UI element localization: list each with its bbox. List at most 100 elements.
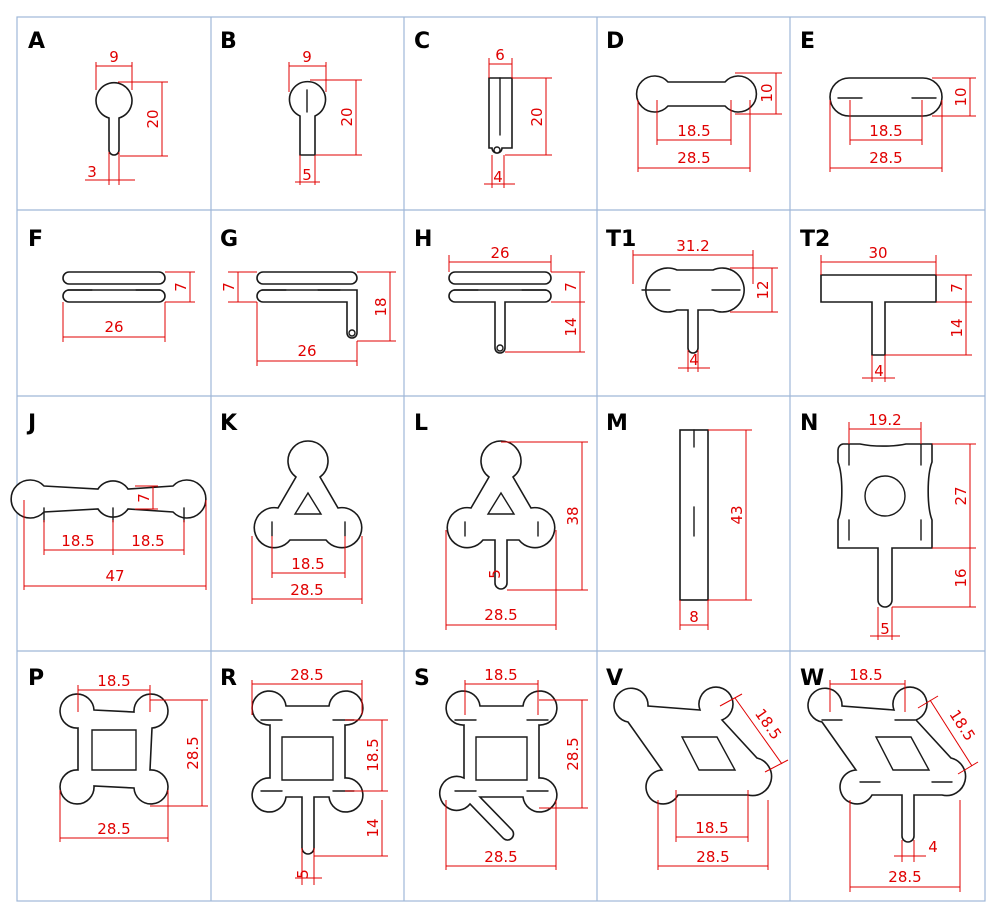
part-t2: T2 30 7 14 4 [800,227,972,382]
grid [16,16,986,902]
part-d: D 10 18.5 28.5 [606,29,782,172]
dim-label: 18.5 [869,122,902,140]
part-label: T2 [800,227,830,252]
dim-label: 30 [868,244,887,262]
dim-label: 18.5 [291,555,324,573]
part-label: E [800,29,815,54]
dim-label: 31.2 [676,237,709,255]
dim-label: 28.5 [184,736,202,769]
part-m: M 43 8 [606,411,752,630]
part-f: F 7 26 [28,227,195,342]
dim-label: 3 [87,163,97,181]
dim-label: 28.5 [484,606,517,624]
dim-label: 18.5 [131,532,164,550]
dim-label: 9 [302,48,312,66]
part-label: N [800,411,818,436]
dim-label: 18.5 [751,705,785,743]
dim-label: 18.5 [61,532,94,550]
part-j: J 7 18.5 18.5 47 [10,411,207,590]
dim-label: 27 [952,486,970,505]
part-label: L [414,411,428,436]
part-label: J [26,411,36,436]
dim-label: 28.5 [564,737,582,770]
part-e: E 10 18.5 28.5 [800,29,976,172]
dim-label: 38 [564,506,582,525]
dim-label: 14 [562,317,580,336]
dim-label: 5 [880,620,890,638]
dim-label: 26 [297,342,316,360]
part-label: A [28,29,45,54]
dim-label: 10 [952,87,970,106]
part-g: G 7 18 26 [220,227,396,366]
dim-label: 14 [364,818,382,837]
part-p: P 18.5 28.5 28.5 [28,666,208,842]
part-k: K 18.5 28.5 [220,411,363,604]
dim-label: 7 [220,282,238,292]
dim-label: 18.5 [849,666,882,684]
part-t1: T1 31.2 12 4 [606,227,778,372]
part-s: S 18.5 28.5 28.5 [414,666,588,870]
dim-label: 20 [528,107,546,126]
part-label: F [28,227,43,252]
dim-label: 20 [144,109,162,128]
dim-label: 20 [338,107,356,126]
part-label: S [414,666,430,691]
part-w: W 18.5 18.5 4 28.5 [800,666,979,892]
part-label: M [606,411,628,436]
dim-label: 4 [689,351,699,369]
part-c: C 6 20 4 [414,29,552,188]
dim-label: 43 [728,505,746,524]
dim-label: 5 [302,166,312,184]
dim-label: 18.5 [677,122,710,140]
part-a: A 9 20 3 [28,29,168,185]
part-label: W [800,666,824,691]
dim-label: 28.5 [869,149,902,167]
part-label: G [220,227,238,252]
part-label: D [606,29,624,54]
dim-label: 7 [172,282,190,292]
dim-label: 18.5 [484,666,517,684]
part-l: L 38 5 28.5 [414,411,588,630]
part-label: V [606,666,623,691]
dim-label: 7 [135,493,153,503]
dim-label: 18.5 [946,706,979,744]
dim-label: 28.5 [97,820,130,838]
dim-label: 28.5 [290,581,323,599]
dim-label: 47 [105,567,124,585]
dim-label: 9 [109,48,119,66]
part-h: H 26 7 14 [414,227,585,354]
dim-label: 26 [104,318,123,336]
part-label: K [220,411,238,436]
dim-label: 28.5 [290,666,323,684]
part-label: T1 [606,227,636,252]
part-b: B 9 20 5 [220,29,362,185]
part-label: R [220,666,237,691]
dim-label: 28.5 [484,848,517,866]
dim-label: 7 [562,282,580,292]
part-label: B [220,29,237,54]
part-label: H [414,227,432,252]
dim-label: 8 [689,608,699,626]
dim-label: 10 [758,83,776,102]
dim-label: 28.5 [696,848,729,866]
dim-label: 19.2 [868,411,901,429]
dim-label: 28.5 [677,149,710,167]
dim-label: 4 [928,838,938,856]
dim-label: 5 [294,869,312,879]
part-label: C [414,29,430,54]
part-label: P [28,666,44,691]
dim-label: 6 [495,46,505,64]
dim-label: 18 [372,297,390,316]
dim-label: 16 [952,568,970,587]
dim-label: 4 [493,168,503,186]
dim-label: 14 [948,318,966,337]
dim-label: 18.5 [97,672,130,690]
dim-label: 28.5 [888,868,921,886]
dim-label: 5 [486,569,504,579]
dim-label: 18.5 [364,738,382,771]
dim-label: 12 [754,280,772,299]
part-n: N 19.2 27 16 5 [800,411,976,640]
part-v: V 18.5 18.5 28.5 [606,666,789,870]
dim-label: 18.5 [695,819,728,837]
